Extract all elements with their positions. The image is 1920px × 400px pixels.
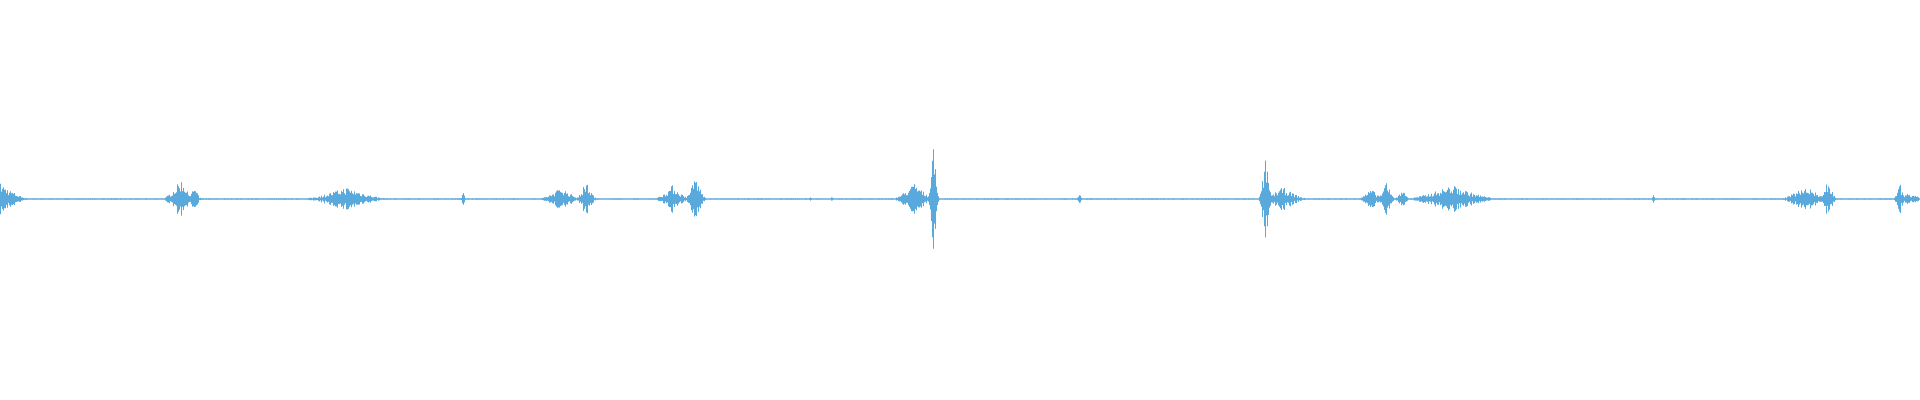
waveform-trace bbox=[0, 149, 1920, 249]
